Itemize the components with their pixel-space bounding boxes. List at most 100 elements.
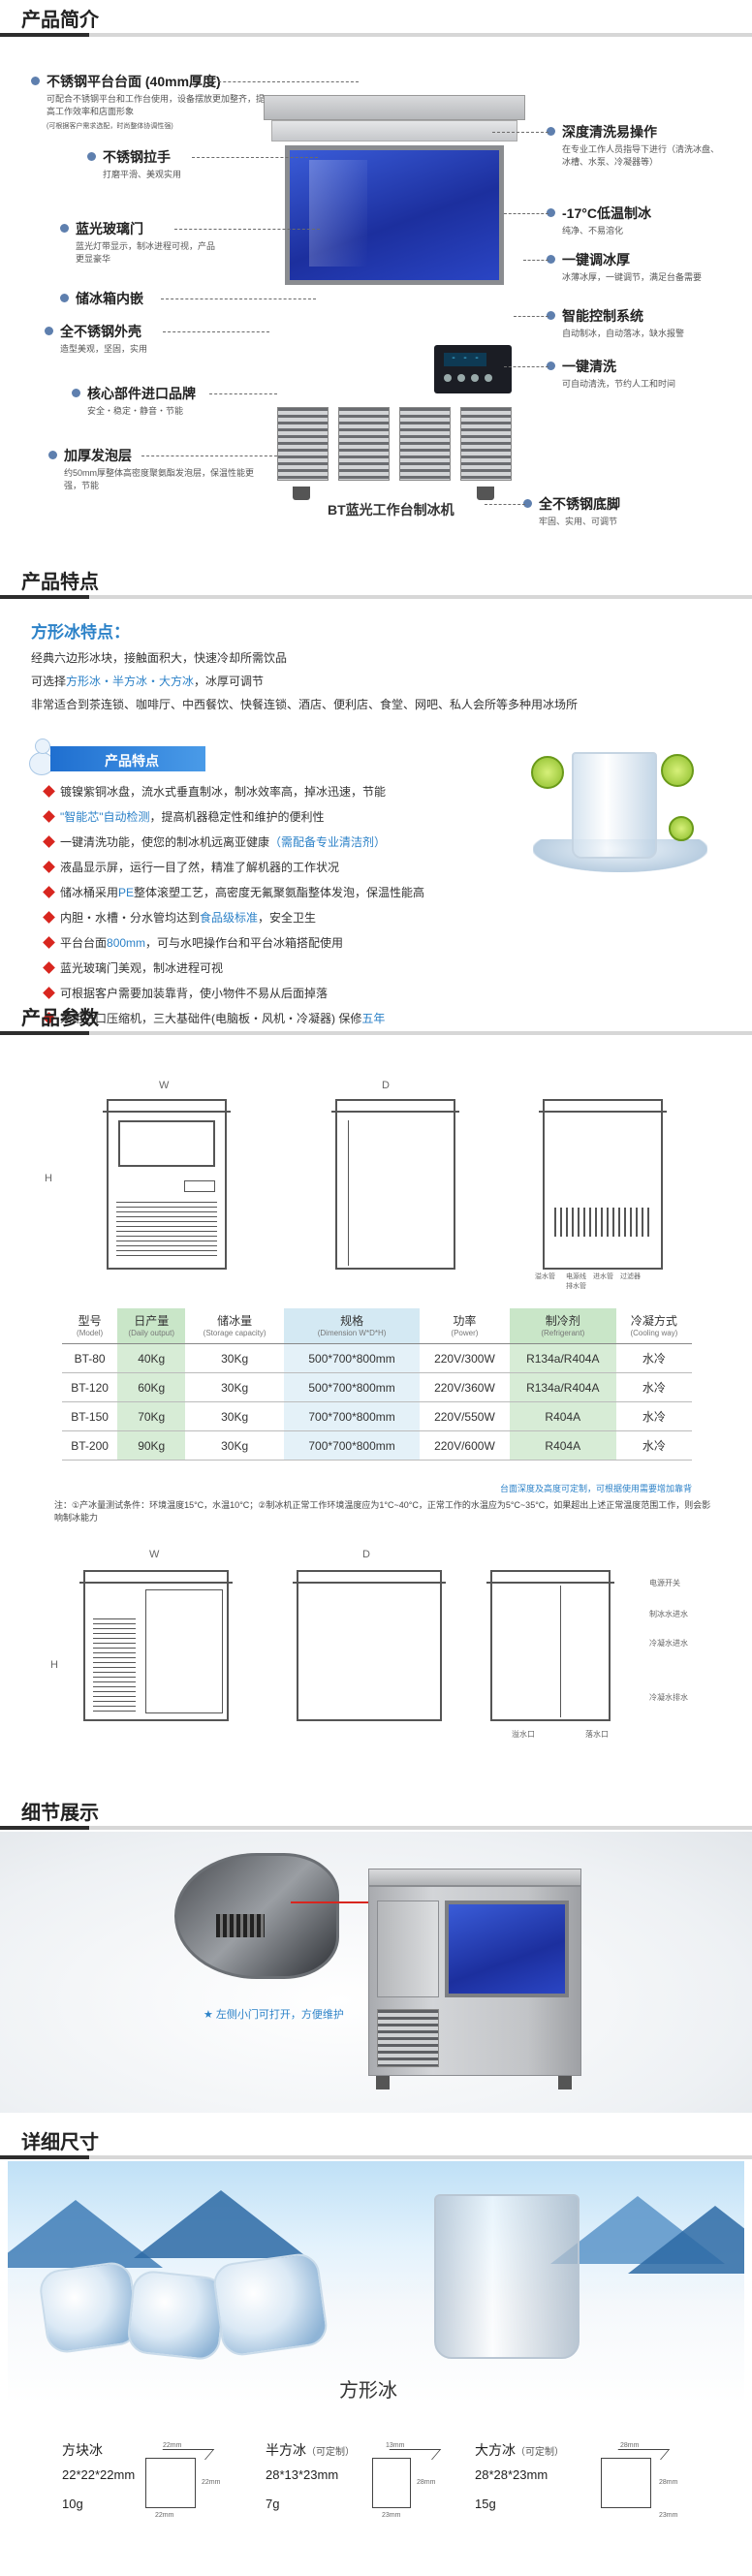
cube-diagram (372, 2458, 411, 2508)
callout-dot (60, 294, 69, 302)
leader-line (504, 366, 548, 367)
header-en: (Power) (451, 1329, 479, 1337)
callout-title: 核心部件进口品牌 (87, 386, 196, 401)
cell: 700*700*800mm (284, 1430, 421, 1461)
callout-smart-control: 智能控制系统 自动制冰，自动落冰，缺水报警 (547, 306, 727, 340)
leader-line (174, 229, 320, 230)
text: 经典六边形冰块，接触面积大，快速冷却所需饮品 (31, 651, 288, 665)
section-header-features: 产品特点 (0, 562, 752, 601)
text: 蓝光玻璃门美观，制冰进程可视 (60, 961, 224, 975)
feature-item: 内胆・水槽・分水管均达到食品级标准，安全卫生 (45, 909, 500, 934)
size-weight: 15g (475, 2497, 496, 2511)
highlight-text: "智能芯"自动检测 (60, 810, 150, 824)
callout-tiny: (可根据客户需求选配，时尚整体协调性强) (47, 123, 173, 130)
header-cn: 日产量 (134, 1314, 170, 1328)
side-door-closeup (174, 1853, 339, 1979)
col-model: 型号(Model) (62, 1308, 118, 1344)
dim-text: 22mm (202, 2479, 221, 2486)
header-en: (Model) (77, 1329, 104, 1337)
callout-handle: 不锈钢拉手 打磨平滑、美观实用 (87, 147, 248, 181)
text: 一键清洗功能，使您的制冰机远离亚健康 (60, 835, 270, 849)
option-text: （可定制） (306, 2447, 355, 2458)
cell: 水冷 (615, 1372, 692, 1402)
dim-h: H (50, 1659, 58, 1671)
lcd-display: - - - (444, 353, 486, 366)
highlight-text: PE (118, 886, 135, 899)
dim-text: 13mm (386, 2442, 405, 2449)
section-rule-accent (0, 595, 89, 599)
feature-item: "智能芯"自动检测，提高机器稳定性和维护的便利性 (45, 808, 500, 833)
text: 平台台面 (60, 936, 108, 950)
front-view-drawing-2 (79, 1570, 233, 1721)
back-label: 过滤器 (620, 1273, 641, 1280)
back-label: 溢水管 (535, 1273, 555, 1280)
details-section: ★ 左侧小门可打开，方便维护 (0, 1793, 752, 2122)
callout-foam: 加厚发泡层 约50mm厚整体高密度聚氨酯发泡层，保温性能更强，节能 (48, 446, 258, 492)
cell: 30Kg (185, 1343, 285, 1373)
cell: 500*700*800mm (284, 1372, 421, 1402)
section-rule-accent (0, 1031, 89, 1035)
leader-line (492, 132, 548, 133)
section-rule-accent (0, 1826, 89, 1830)
highlight-text: （需配备专业清洁剂） (269, 835, 387, 849)
dim-text: 23mm (659, 2512, 678, 2519)
callout-title: 加厚发泡层 (64, 448, 132, 463)
text: 采用进口压缩机，三大基础件(电脑板・风机・冷凝器) 保修 (60, 1012, 362, 1025)
callout-sub: 蓝光灯带显示，制冰进程可视，产品更显豪华 (76, 241, 216, 264)
features-banner: 产品特点 (50, 746, 205, 771)
cell: 30Kg (185, 1430, 285, 1461)
back-label: 排水管 (566, 1283, 586, 1290)
cell: 220V/360W (420, 1372, 510, 1402)
side-door (377, 1901, 439, 1997)
callout-thickness: 一键调冰厚 冰薄冰厚，一键调节，满足台备需要 (547, 250, 736, 284)
dim-text: 28mm (659, 2479, 678, 2486)
callout-dot (547, 255, 555, 264)
params-section: W D H 溢水管 电源线 进水管 排水管 过滤器 型号(Model) 日产量(… (0, 998, 752, 1793)
vent (377, 2009, 439, 2067)
section-header-params: 产品参数 (0, 998, 752, 1037)
lime-slice (531, 756, 564, 789)
text: ，安全卫生 (258, 911, 317, 925)
leader-line (209, 393, 277, 394)
callout-title: 深度清洗易操作 (562, 124, 657, 140)
text: ，冰厚可调节 (194, 675, 265, 688)
cube-line: 经典六边形冰块，接触面积大，快速冷却所需饮品 (31, 649, 287, 666)
col-refrigerant: 制冷剂(Refrigerant) (509, 1308, 616, 1344)
callout-title: 蓝光玻璃门 (76, 221, 143, 236)
dim-w: W (149, 1549, 160, 1560)
leader-line (161, 298, 316, 299)
detail-note: ★ 左侧小门可打开，方便维护 (204, 2009, 344, 2021)
cell: 40Kg (117, 1343, 186, 1373)
size-item-half: 半方冰（可定制） 28*13*23mm 7g 13mm 28mm 23mm (266, 2440, 498, 2557)
callout-dot (45, 327, 53, 335)
section-title: 详细尺寸 (21, 2132, 99, 2153)
callout-title: 全不锈钢外壳 (60, 324, 141, 339)
cell: BT-80 (62, 1343, 118, 1373)
lime-slice (661, 754, 694, 787)
section-header-sizes: 详细尺寸 (0, 2122, 752, 2161)
ice-cube (210, 2250, 330, 2359)
highlight-text: 五年 (361, 1012, 386, 1025)
cube-title: 方形冰特点： (31, 623, 130, 642)
highlight-text: 食品级标准 (200, 911, 259, 925)
section-title: 细节展示 (21, 1803, 99, 1824)
cell: 水冷 (615, 1430, 692, 1461)
cell: 220V/550W (420, 1401, 510, 1431)
text: ，提高机器稳定性和维护的便利性 (149, 810, 325, 824)
blue-glass-door (285, 145, 504, 285)
cube-line: 可选择方形冰・半方冰・大方冰，冰厚可调节 (31, 673, 264, 689)
dim-text: 28mm (620, 2442, 640, 2449)
cell: R404A (509, 1430, 616, 1461)
callout-title: 不锈钢平台台面 (40mm厚度) (47, 74, 221, 89)
size-item-cube: 方块冰 22*22*22mm 10g 22mm 22mm 22mm (62, 2440, 295, 2557)
back-label: 冷凝水进水 (649, 1639, 688, 1648)
size-name: 大方冰（可定制） (475, 2440, 564, 2460)
feature-item: 平台台面800mm，可与水吧操作台和平台冰箱搭配使用 (45, 934, 500, 959)
section-rule (0, 595, 752, 599)
leader-line (523, 260, 548, 261)
callout-sub: 牢固、实用、可调节 (539, 517, 618, 526)
size-item-large: 大方冰（可定制） 28*28*23mm 15g 28mm 28mm 23mm (475, 2440, 707, 2557)
name-text: 方块冰 (62, 2442, 103, 2458)
dim-text: 28mm (417, 2479, 436, 2486)
header-en: (Storage capacity) (203, 1329, 266, 1337)
